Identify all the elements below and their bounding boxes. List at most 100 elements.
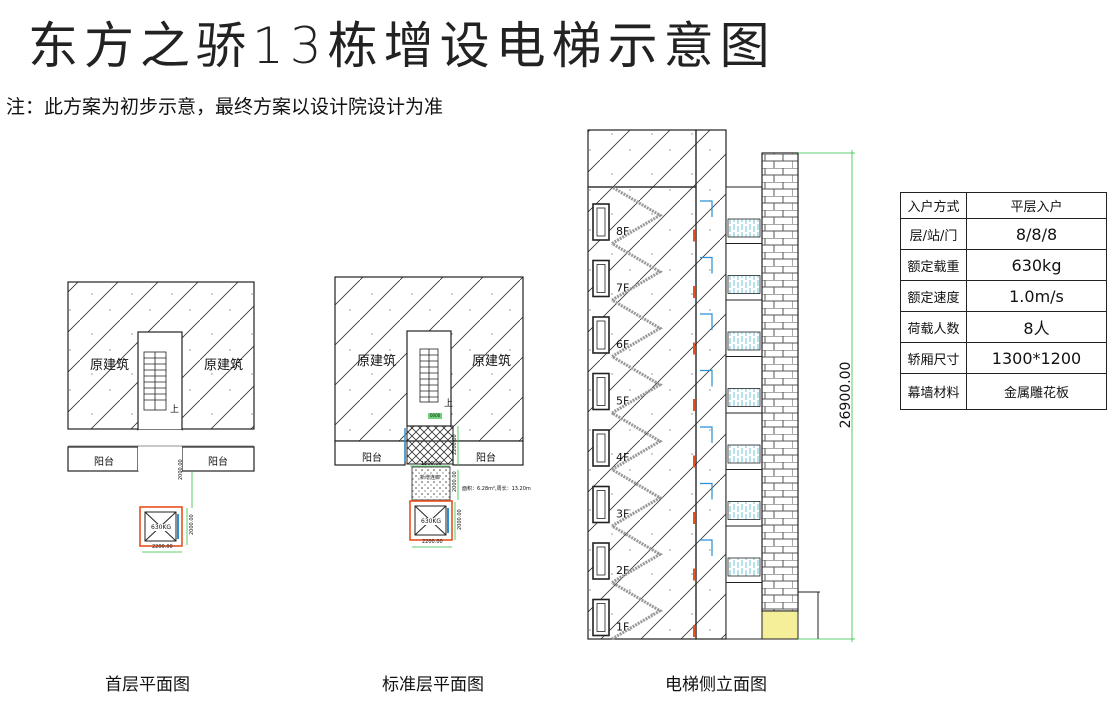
ground-balcony-right-label: 阳台 [208,457,228,468]
elev-floor-label: 7F [616,282,629,295]
elev-stair-flight [611,242,663,302]
elev-floor-label: 1F [616,621,629,634]
spec-row: 幕墙材料金属雕花板 [899,373,1107,410]
elev-floor-label: 5F [616,395,629,408]
elev-window-inner [596,377,606,406]
elev-stair-flight [611,298,663,358]
elev-stair-flight [611,524,663,584]
std-dim-side: 2200.00 [452,434,458,455]
standard-floor-plan [334,276,524,548]
spec-key: 额定载重 [899,249,968,281]
elev-window-inner [596,603,606,632]
ground-stair-well [137,331,183,431]
ground-corridor [138,430,182,471]
std-walkway [411,466,451,501]
elev-floor-label: 3F [616,508,629,521]
ground-dim-width: 2200.00 [152,544,173,550]
std-lift-capacity: 630KG [421,518,442,525]
elev-floors: 8F 7F 6F 5F 4F 3F 2F 1F [592,185,762,641]
elev-glass-railing [727,388,761,407]
elev-window [592,598,610,637]
elev-window [592,429,610,467]
std-label-right: 原建筑 [472,354,512,369]
elev-window-inner [596,320,606,350]
std-dimensions [410,426,459,548]
elev-glass-railing [727,218,761,238]
elev-glass-railing [727,275,761,294]
standard-caption: 标准层平面图 [382,675,484,695]
spec-key: 幕墙材料 [899,373,968,410]
std-stair-steps [419,348,439,403]
spec-key: 层/站/门 [899,218,968,250]
std-dim-gap: 2000.00 [452,471,458,492]
std-label-left: 原建筑 [357,354,397,369]
std-small-tag: 0000 [430,413,441,418]
spec-value: 8人 [966,311,1107,343]
elev-stair-flight [611,185,663,245]
std-tag-box [428,413,442,419]
ground-label-right: 原建筑 [204,358,244,373]
std-landing [406,425,454,465]
ground-balcony-left-label: 阳台 [94,457,114,468]
ground-stair-up: 上 [170,405,180,415]
spec-value: 1300*1200 [966,342,1107,374]
elev-floor-label: 6F [616,338,629,351]
spec-value: 630kg [966,249,1107,281]
std-stair-up: 上 [444,399,454,409]
elev-door-frame [700,369,713,387]
elev-door-frame [700,539,713,556]
elev-stair-flight [611,581,663,641]
std-balcony-right-label: 阳台 [476,453,496,464]
elev-door-frame [700,200,713,217]
std-area-note: 面积：6.28m²,周长：13.20m [462,486,531,492]
disclaimer-note: 注：此方案为初步示意，最终方案以设计院设计为准 [6,96,444,118]
spec-value: 平层入户 [966,192,1107,219]
ground-dim-depth: 2000.00 [189,514,195,535]
elev-door-frame [700,482,713,500]
spec-key: 额定速度 [899,280,968,312]
ground-dimensions [142,471,193,553]
std-dim-top: 1500.00 [421,461,442,467]
std-balcony-right [452,440,524,466]
elev-floor-label: 2F [616,564,629,577]
elev-window-inner [596,433,606,463]
elev-window [592,203,610,241]
std-dim-width: 2200.00 [422,539,443,545]
elev-door-frame [700,426,713,443]
elev-floor-label: 4F [616,451,629,464]
elev-window [592,316,610,354]
std-balcony-left-label: 阳台 [362,453,382,464]
spec-row: 入户方式平层入户 [899,192,1107,219]
elev-shaft-column [695,129,727,640]
ground-dim-gap: 2000.00 [178,459,184,480]
ground-label-left: 原建筑 [90,358,130,373]
spec-value: 1.0m/s [966,280,1107,312]
elev-window-inner [596,264,606,293]
spec-value: 8/8/8 [966,218,1107,250]
ground-balcony-left [67,446,139,472]
spec-key: 荷载人数 [899,311,968,343]
elev-base [761,610,799,640]
elev-brick-tower [761,152,799,612]
std-walkway-label: 新增连廊 [420,474,441,481]
spec-key: 入户方式 [899,192,968,219]
elev-window-inner [596,490,606,519]
ground-floor-plan [67,281,255,553]
elev-window-inner [596,207,606,237]
elev-floor-label: 8F [616,225,629,238]
elev-glass-railing [727,557,761,577]
elevation-caption: 电梯侧立面图 [665,675,767,695]
ground-lift-capacity: 630KG [151,524,172,531]
elev-window [592,259,610,298]
elev-window [592,372,610,411]
elev-height-dim: 26900.00 [838,362,854,429]
elev-door-frame [700,313,713,330]
spec-key: 轿厢尺寸 [899,342,968,374]
